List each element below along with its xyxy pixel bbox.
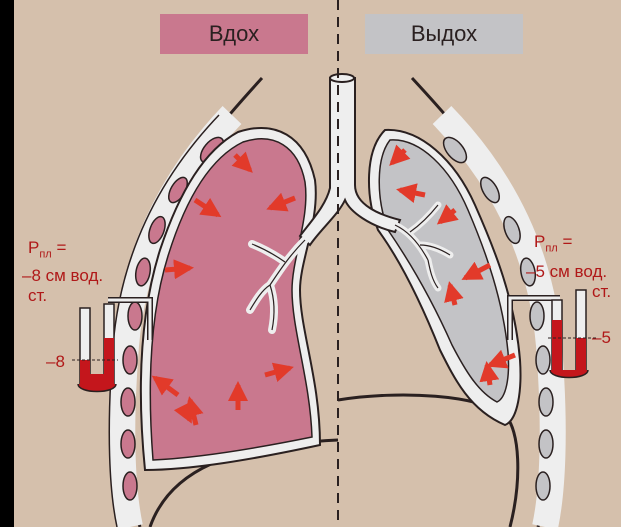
exhale-label: Выдох — [365, 14, 523, 54]
left-pressure-symbol: Pпл = — [28, 238, 66, 264]
inhale-label: Вдох — [160, 14, 308, 54]
right-pressure-unit: ст. — [592, 282, 611, 301]
left-pressure-value: –8 см вод. — [22, 266, 103, 285]
left-pressure-unit: ст. — [28, 286, 47, 305]
right-fluid-low — [552, 320, 562, 370]
right-pressure-symbol: Pпл = — [534, 232, 572, 258]
left-fluid-high — [80, 360, 90, 384]
right-pressure-value: –5 см вод. — [526, 262, 621, 281]
right-level-label: –5 — [592, 328, 611, 347]
left-level-label: –8 — [46, 352, 65, 371]
right-fluid-high — [576, 338, 586, 370]
left-fluid-low — [104, 338, 114, 384]
